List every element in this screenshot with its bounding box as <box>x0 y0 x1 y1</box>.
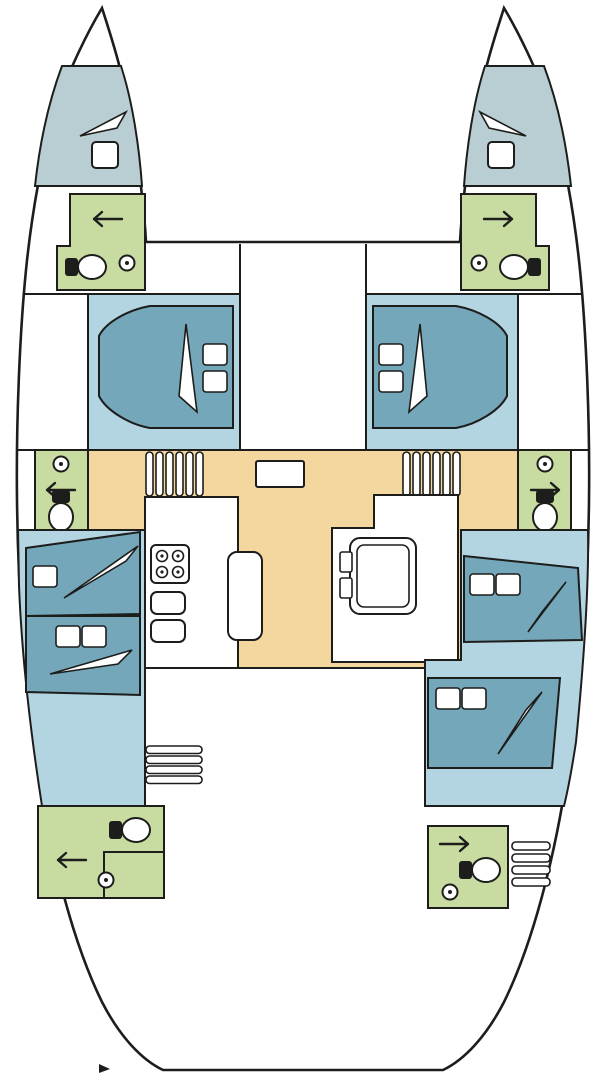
duvet-fold <box>407 323 428 415</box>
duvet-fold <box>49 649 133 675</box>
pillow <box>495 573 521 596</box>
bathroom-forward-starboard <box>460 193 550 291</box>
bed <box>427 677 562 769</box>
bow-deck-port-floor <box>33 65 144 187</box>
cabin-forward-port <box>87 293 241 451</box>
bed <box>25 615 141 697</box>
cabin-aft-starboard <box>424 529 590 807</box>
dinette <box>331 494 459 663</box>
duvet-fold <box>527 581 567 633</box>
bow-deck-starboard <box>462 65 573 187</box>
toilet-icon <box>48 489 74 532</box>
duvet-fold <box>497 691 543 755</box>
stern-marker-icon <box>99 1064 110 1080</box>
pillow <box>81 625 107 648</box>
pillow <box>202 370 228 393</box>
galley-sink-icon <box>150 591 186 615</box>
dinette-seat <box>339 577 353 599</box>
bow-deck-starboard-floor <box>462 65 573 187</box>
salon-forward-door <box>255 460 305 488</box>
pillow <box>32 565 58 588</box>
sink-icon <box>536 455 554 473</box>
bathroom-mid-starboard <box>517 449 572 532</box>
toilet-icon <box>64 254 107 280</box>
pillow <box>202 343 228 366</box>
pillow <box>469 573 495 596</box>
cabin-forward-starboard <box>365 293 519 451</box>
duvet-fold <box>178 323 199 415</box>
sink-icon <box>97 871 115 889</box>
dinette-seat <box>339 551 353 573</box>
bed <box>463 554 584 644</box>
bow-deck-port <box>33 65 144 187</box>
galley-sink-icon <box>150 619 186 643</box>
sink-icon <box>52 455 70 473</box>
bathroom-aft-starboard <box>427 825 509 909</box>
bathroom-mid-port <box>34 449 89 532</box>
bed <box>372 305 508 429</box>
sink-icon <box>470 254 488 272</box>
sink-icon <box>118 254 136 272</box>
toilet-icon <box>532 489 558 532</box>
pillow <box>55 625 81 648</box>
bow-hatch-icon <box>487 141 515 169</box>
bow-sail-shape <box>477 110 527 137</box>
pillow <box>378 343 404 366</box>
bathroom-aft-port <box>37 805 165 899</box>
stove-icon <box>150 544 190 584</box>
bow-hatch-icon <box>91 141 119 169</box>
bed <box>98 305 234 429</box>
dinette-table <box>349 537 417 615</box>
bathroom-forward-port <box>56 193 146 291</box>
bed <box>25 530 141 618</box>
pillow <box>378 370 404 393</box>
cabin-aft-port <box>16 529 146 807</box>
pillow <box>435 687 461 710</box>
galley <box>144 496 239 669</box>
foredeck-edges <box>18 244 588 451</box>
galley-island <box>227 551 263 641</box>
bow-sail-shape <box>79 110 129 137</box>
sink-icon <box>441 883 459 901</box>
pillow <box>461 687 487 710</box>
dinette-table-inner <box>356 544 410 608</box>
toilet-icon <box>499 254 542 280</box>
toilet-icon <box>108 817 151 843</box>
toilet-icon <box>458 857 501 883</box>
duvet-fold <box>63 545 139 599</box>
